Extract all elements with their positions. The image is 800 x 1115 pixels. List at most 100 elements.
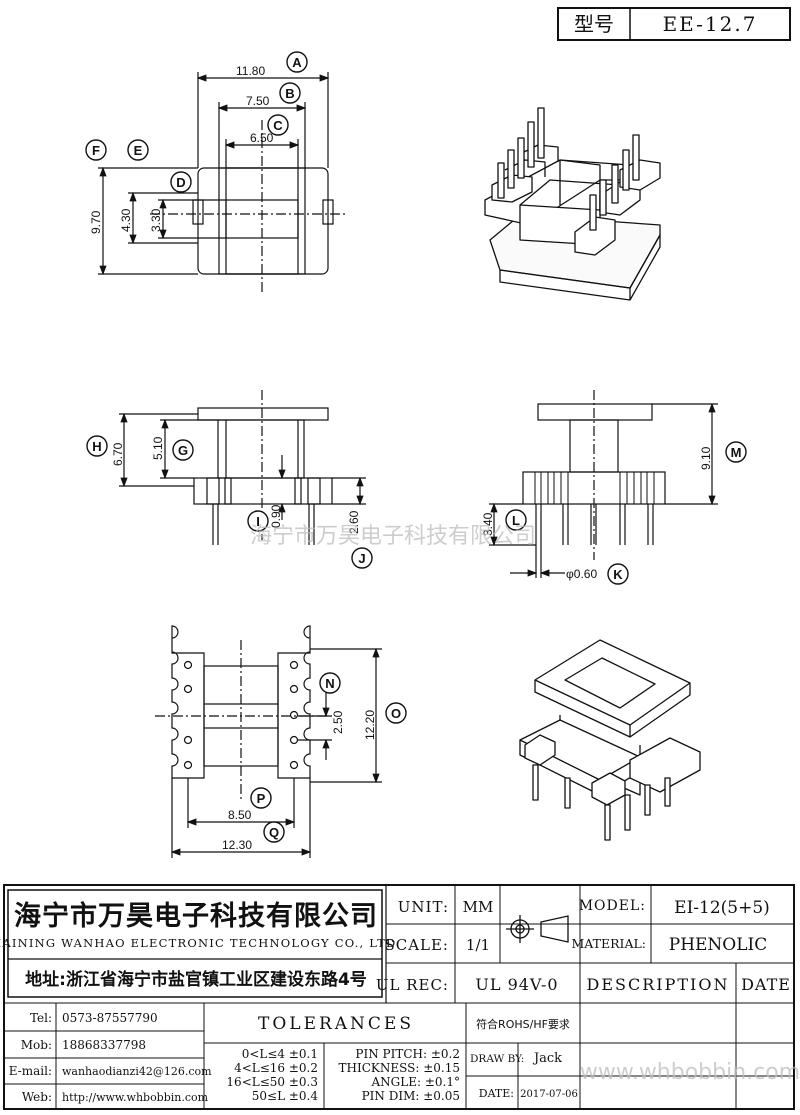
callout-f-letter: F [92,143,100,158]
isometric-view-top [484,107,661,301]
dim-l-value: 3.40 [481,512,495,536]
material-value: PHENOLIC [669,935,768,955]
mob-label: Mob: [21,1038,52,1052]
callout-h-letter: H [92,439,101,454]
callout-b: B [279,82,301,104]
dim-k-value: φ0.60 [566,567,597,581]
tolerance-range-2: 4<L≤16 ±0.2 [234,1061,318,1075]
callout-j-letter: J [358,551,365,566]
callout-p-letter: P [257,791,266,806]
tolerance-range-3: 16<L≤50 ±0.3 [226,1075,318,1089]
rohs-note: 符合ROHS/HF要求 [476,1017,570,1031]
callout-p: P [250,787,272,809]
callout-o-letter: O [391,706,401,721]
description-label: DESCRIPTION [587,975,730,994]
tolerance-range-4: 50≤L ±0.4 [252,1089,319,1103]
model-label: MODEL: [579,898,646,914]
side-view-front [119,390,366,545]
material-label: MATERIAL: [572,936,647,951]
dim-o-value: 12.20 [363,710,377,740]
callout-c-letter: C [273,118,283,133]
dim-e-value: 4.30 [119,208,133,232]
scale-label: SCALE: [384,936,449,954]
projection-symbol-icon [506,915,569,943]
callout-labels: A B C D E F G H I J K L M N O P Q [85,51,747,843]
dim-q-value: 12.30 [222,838,252,852]
top-view [98,72,345,295]
tolerances-title: TOLERANCES [258,1014,414,1034]
web-label: Web: [22,1090,52,1104]
callout-g: G [172,439,194,461]
dim-g-value: 5.10 [151,436,165,460]
callout-o: O [385,702,407,724]
date-header-label: DATE [741,975,791,994]
callout-n-letter: N [325,676,334,691]
callout-l: L [505,509,527,531]
dim-f-value: 9.70 [89,210,103,234]
callout-b-letter: B [285,86,294,101]
watermark-corner: www.whbobbin.com [580,1060,800,1085]
dim-j-value: 2.60 [347,510,361,534]
header-model-value: EE-12.7 [663,12,758,36]
email-label: E-mail: [9,1064,52,1078]
title-block [3,884,795,1110]
callout-g-letter: G [178,443,188,458]
bottom-view [155,625,382,858]
company-name-cn: 海宁市万昊电子科技有限公司 [14,900,378,932]
callout-q: Q [263,821,285,843]
tolerance-spec-2: THICKNESS: ±0.15 [339,1061,460,1075]
company-address: 地址:浙江省海宁市盐官镇工业区建设东路4号 [25,969,367,990]
ul-rec-value: UL 94V-0 [475,975,558,994]
callout-c: C [267,114,289,136]
tel-value: 0573-87557790 [62,1011,158,1025]
draw-by-value: Jack [532,1051,562,1066]
callout-h: H [86,435,108,457]
isometric-view-bottom [519,639,701,841]
callout-k: K [607,563,629,585]
dim-c-value: 6.50 [250,131,274,145]
callout-a: A [286,51,308,73]
ul-rec-label: UL REC: [376,976,449,994]
dim-n-value: 2.50 [331,710,345,734]
callout-d-letter: D [176,175,185,190]
callout-a-letter: A [292,55,302,70]
callout-l-letter: L [512,513,520,528]
callout-n: N [319,672,341,694]
dim-d-value: 3.30 [149,208,163,232]
tolerance-range-1: 0<L≤4 ±0.1 [242,1047,318,1061]
tolerance-spec-4: PIN DIM: ±0.05 [362,1089,460,1103]
header-model-label: 型号 [574,12,614,36]
tolerance-spec-1: PIN PITCH: ±0.2 [355,1047,460,1061]
callout-i: I [247,510,269,532]
draw-by-label: DRAW BY: [470,1053,524,1065]
side-view-right [489,390,718,578]
unit-label: UNIT: [398,898,449,916]
callout-j: J [351,547,373,569]
callout-e-letter: E [134,143,143,158]
watermark-center: 海宁市万昊电子科技有限公司 [250,524,536,549]
dim-h-value: 6.70 [111,442,125,466]
dim-m-value: 9.10 [699,446,713,470]
callout-e: E [127,139,149,161]
mob-value: 18868337798 [62,1038,146,1052]
header-model-box: 型号 EE-12.7 [557,7,791,41]
callout-k-letter: K [613,567,623,582]
model-value: EI-12(5+5) [674,898,770,918]
callout-m-letter: M [731,445,742,460]
company-name-en: HAINING WANHAO ELECTRONIC TECHNOLOGY CO.… [0,936,401,950]
email-value: wanhaodianzi42@126.com [62,1065,212,1078]
date-value: 2017-07-06 [520,1089,578,1100]
tel-label: Tel: [30,1011,52,1025]
web-value: http://www.whbobbin.com [62,1091,209,1104]
date-label: DATE: [479,1087,514,1100]
dim-b-value: 7.50 [246,94,270,108]
dim-p-value: 8.50 [228,808,252,822]
unit-value: MM [463,898,494,916]
callout-m: M [725,441,747,463]
scale-value: 1/1 [466,936,490,954]
callout-i-letter: I [256,514,260,529]
dim-a-value: 11.80 [236,64,265,78]
dim-i-value: 0.90 [269,504,283,528]
callout-d: D [170,171,192,193]
